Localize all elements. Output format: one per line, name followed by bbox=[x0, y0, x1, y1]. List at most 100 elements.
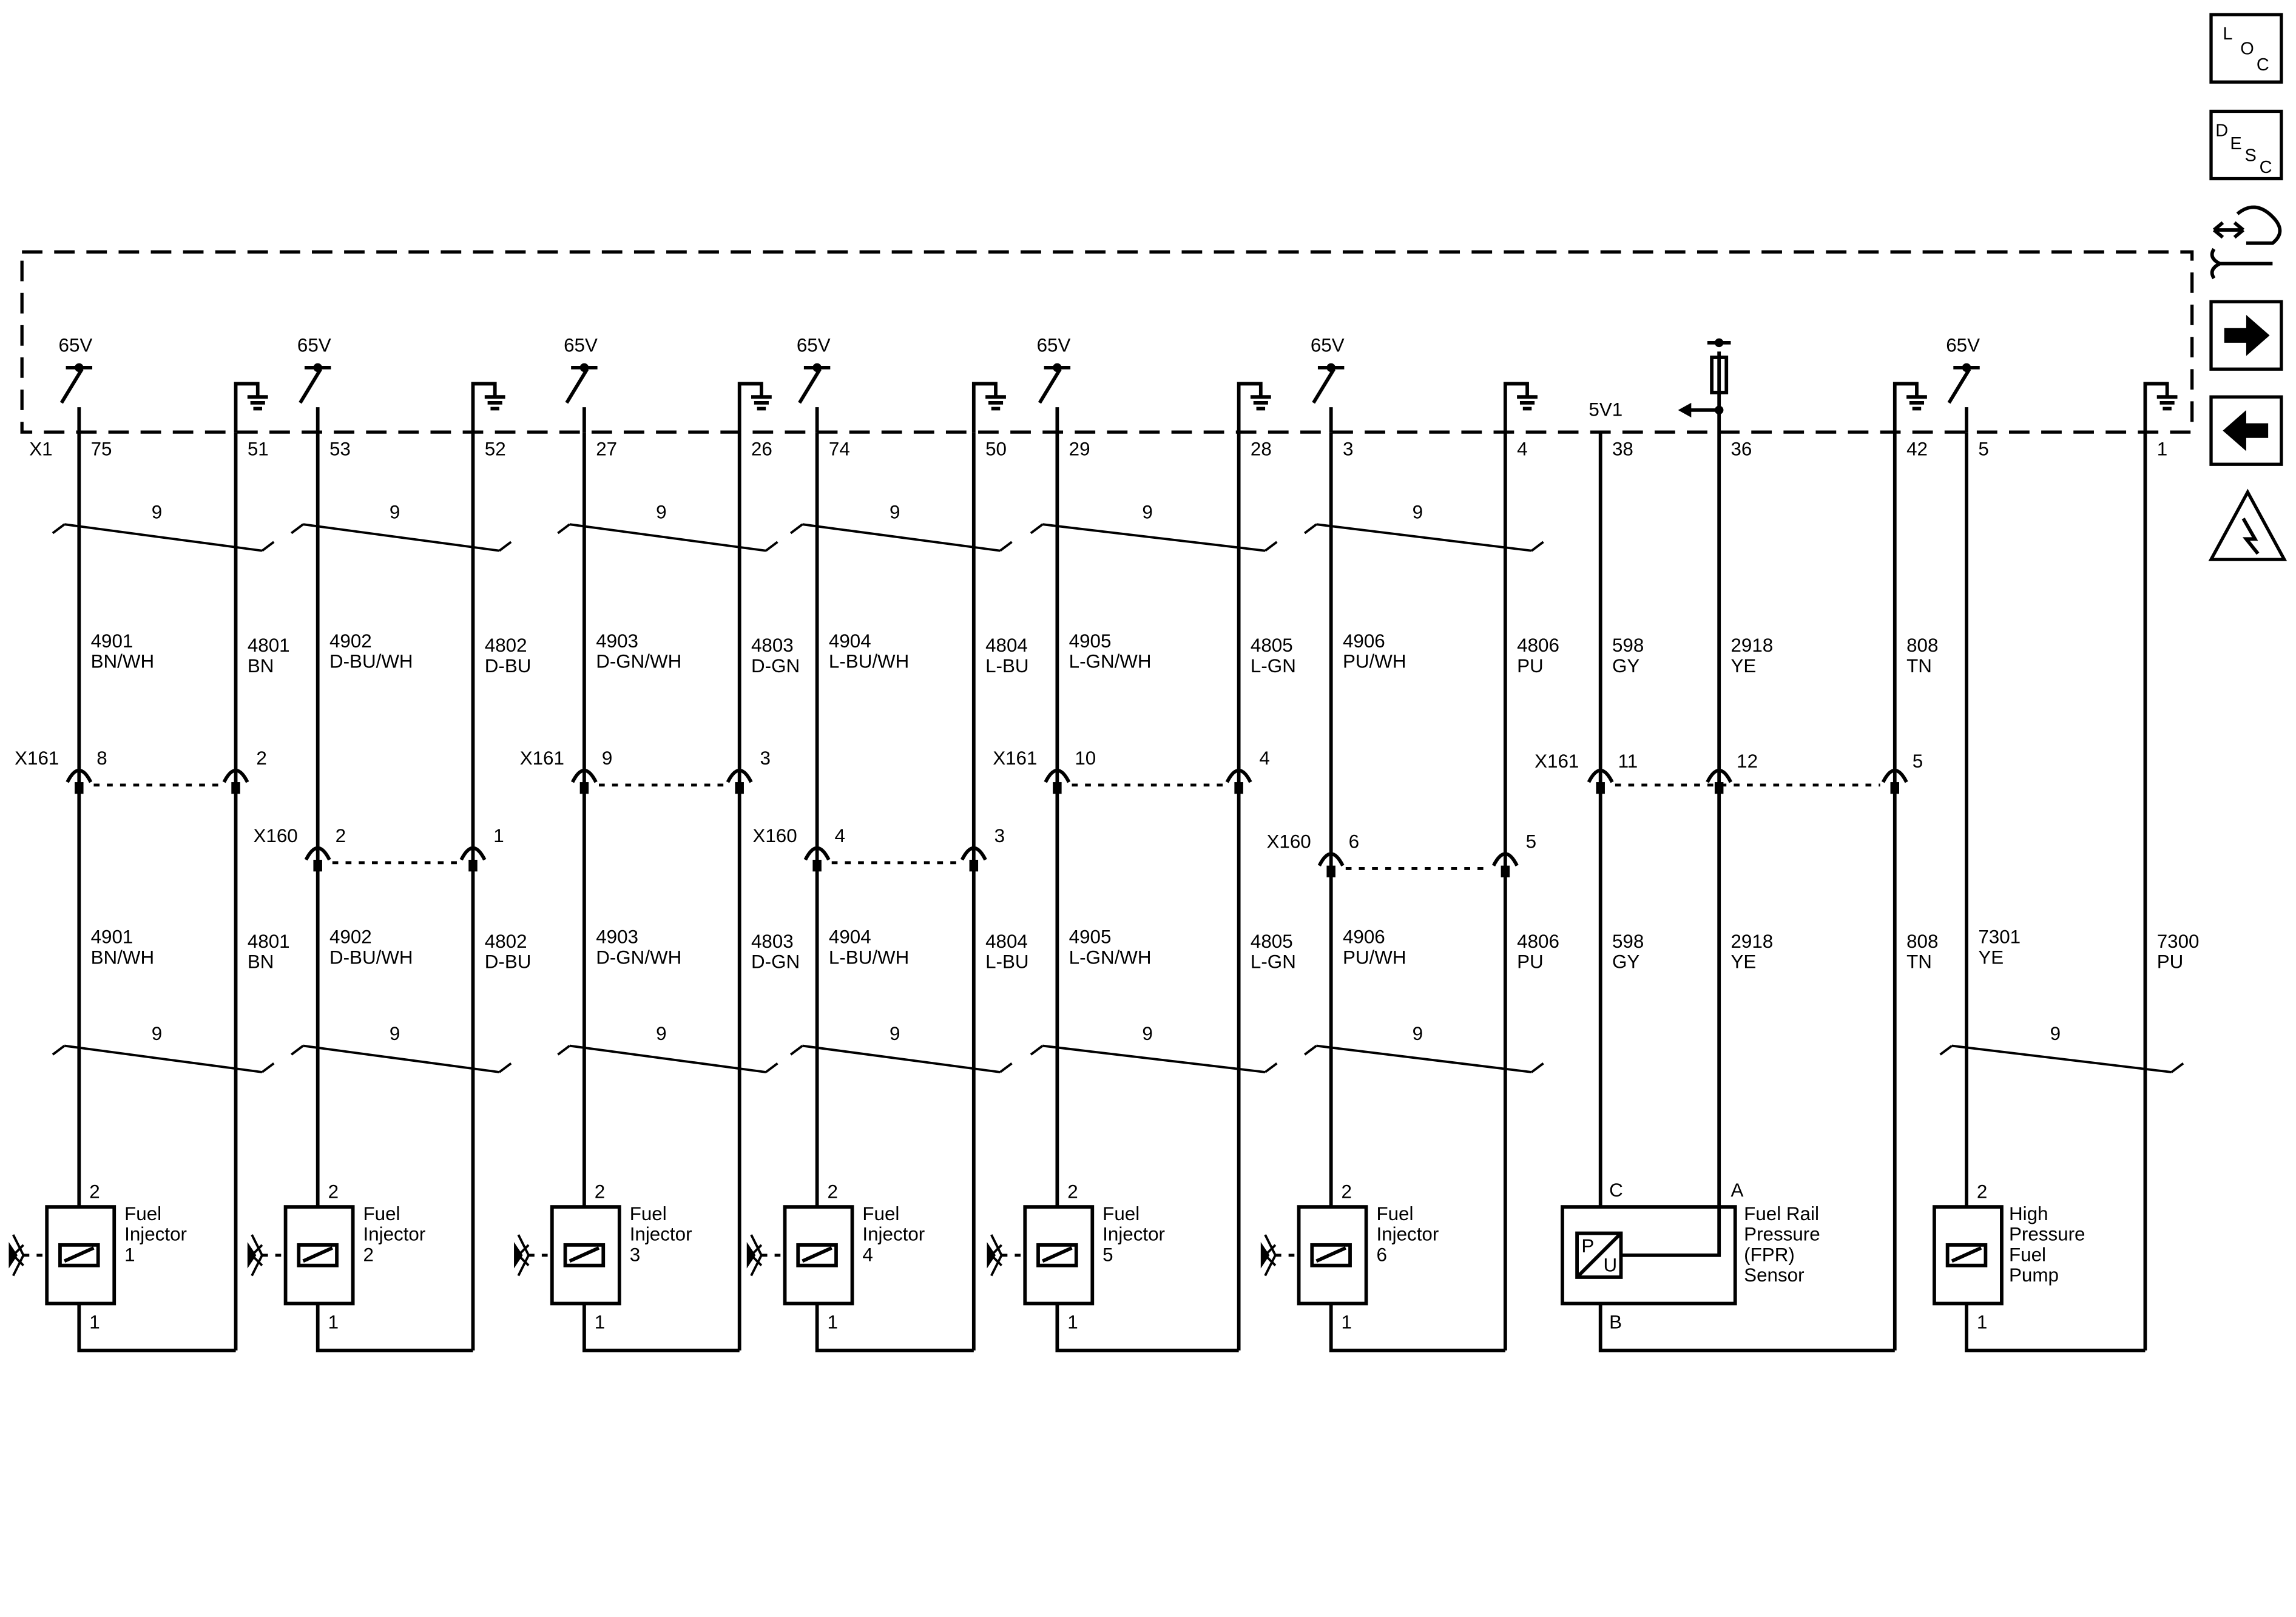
injector-coil-slash bbox=[1042, 1246, 1073, 1263]
warning-bolt bbox=[2241, 518, 2260, 555]
valve-symbol bbox=[251, 1234, 264, 1277]
injector-name-label: 4 bbox=[862, 1244, 873, 1265]
loc-button-frame[interactable] bbox=[2209, 13, 2283, 84]
inline-pin-label: 4 bbox=[835, 825, 845, 846]
connector-cup bbox=[1587, 769, 1614, 783]
repair-arrow bbox=[2213, 221, 2244, 239]
switch-blade bbox=[1312, 368, 1335, 404]
desc-button-frame[interactable] bbox=[2209, 109, 2283, 181]
bundle-line bbox=[1951, 1044, 2172, 1073]
module-pin-label: 29 bbox=[1069, 439, 1090, 460]
ground-symbol-icon bbox=[1237, 382, 1271, 433]
injector-symbol bbox=[514, 1205, 621, 1306]
injector-body bbox=[783, 1205, 854, 1306]
bundle-line bbox=[569, 1044, 766, 1073]
ground-lead bbox=[471, 382, 497, 433]
bundle-tick bbox=[1531, 1062, 1544, 1073]
wire-color-label: BN/WH bbox=[91, 947, 155, 968]
module-pin-label: 36 bbox=[1730, 439, 1752, 460]
return-wire bbox=[582, 1303, 740, 1352]
module-pin-label: 26 bbox=[751, 439, 772, 460]
bundle-count-label: 9 bbox=[390, 502, 400, 523]
circuit-number-label: 808 bbox=[1906, 931, 1938, 952]
supply-voltage-label: 65V bbox=[564, 334, 598, 356]
bundle-count-label: 9 bbox=[1142, 1023, 1152, 1044]
inline-pin-label: 10 bbox=[1075, 748, 1096, 769]
bundle-count-label: 9 bbox=[656, 502, 666, 523]
supply-switch-icon: 65V bbox=[1946, 334, 1980, 433]
connector-cup bbox=[1491, 852, 1519, 866]
wire-color-label: BN bbox=[248, 655, 274, 677]
pump-name-label: High bbox=[2009, 1203, 2048, 1224]
high-voltage-warning-icon[interactable] bbox=[2208, 488, 2288, 561]
harness-bundle-marker: 9 bbox=[790, 1023, 1013, 1073]
injector-coil bbox=[563, 1243, 606, 1268]
connector-pin bbox=[1234, 782, 1243, 794]
connector-cup bbox=[1225, 769, 1252, 783]
ground-lead bbox=[1237, 382, 1263, 433]
module-pin-label: 4 bbox=[1517, 439, 1527, 460]
ground-lead bbox=[234, 382, 260, 433]
module-pin-label: 3 bbox=[1343, 439, 1353, 460]
bundle-line bbox=[303, 1044, 500, 1073]
inline-pin-label: 1 bbox=[493, 825, 504, 846]
harness-bundle-marker: 9 bbox=[557, 1023, 778, 1073]
circuit-number-label: 4906 bbox=[1343, 630, 1385, 652]
injector-symbol bbox=[8, 1205, 116, 1306]
harness-bundle-marker: 9 bbox=[1939, 1023, 2184, 1073]
ground-symbol-icon bbox=[2143, 382, 2178, 433]
wire-color-label: D-BU bbox=[485, 951, 532, 973]
valve-symbol bbox=[1264, 1234, 1277, 1277]
sensor-signal-lead bbox=[1621, 1207, 1721, 1257]
circuit-number-label: 4803 bbox=[751, 635, 794, 656]
inline-connector-label: X161 bbox=[993, 748, 1037, 769]
wire-color-label: L-GN/WH bbox=[1069, 947, 1152, 968]
fpr-sensor-name-label: Pressure bbox=[1744, 1224, 1820, 1245]
bundle-tick bbox=[765, 1062, 778, 1073]
injector-body bbox=[283, 1205, 355, 1306]
supply-switch-icon: 65V bbox=[797, 334, 831, 433]
injector-coil-slash bbox=[1315, 1246, 1346, 1263]
bundle-line bbox=[1316, 523, 1532, 552]
bundle-tick bbox=[999, 1062, 1013, 1073]
next-page-arrow-icon[interactable] bbox=[2209, 300, 2283, 371]
supply-switch-icon: 65V bbox=[297, 334, 331, 433]
previous-arrow-shape bbox=[2223, 410, 2269, 451]
circuit-number-label: 7301 bbox=[1978, 927, 2021, 948]
switch-blade bbox=[798, 368, 822, 404]
connector-pin bbox=[1326, 865, 1335, 877]
previous-page-arrow-icon[interactable] bbox=[2209, 395, 2283, 466]
loc-button[interactable]: LOC bbox=[2209, 13, 2283, 84]
repair-wrench bbox=[2210, 248, 2273, 280]
ground-symbol-icon bbox=[1893, 382, 1927, 433]
bundle-line bbox=[802, 523, 1001, 552]
bundle-count-label: 9 bbox=[152, 502, 162, 523]
bundle-tick bbox=[1304, 523, 1317, 535]
wire-color-label: PU bbox=[1517, 655, 1544, 677]
inline-pin-label: 5 bbox=[1526, 831, 1536, 852]
fpr-sensor-name-label: Sensor bbox=[1744, 1264, 1804, 1286]
circuit-number-label: 2918 bbox=[1730, 931, 1773, 952]
injector-coil-slash bbox=[569, 1246, 600, 1263]
pullup-resistor-icon bbox=[1710, 356, 1729, 394]
injector-name-label: Fuel bbox=[1376, 1203, 1413, 1224]
wire-color-label: D-BU bbox=[485, 655, 532, 677]
ground-symbol-icon bbox=[1503, 382, 1538, 433]
injector-symbol bbox=[987, 1205, 1095, 1306]
connector-repair-icon[interactable] bbox=[2210, 205, 2282, 280]
inline-connector-cavity bbox=[960, 846, 987, 872]
component-pin-label: 1 bbox=[595, 1311, 605, 1332]
supply-voltage-label: 65V bbox=[797, 334, 831, 356]
wire-color-label: YE bbox=[1978, 947, 2004, 968]
wire-color-label: L-GN/WH bbox=[1069, 651, 1152, 672]
connector-pin bbox=[1890, 782, 1900, 794]
transducer-p-label: P bbox=[1581, 1235, 1594, 1257]
injector-name-label: Injector bbox=[862, 1224, 925, 1245]
connector-pin bbox=[1596, 782, 1605, 794]
bundle-count-label: 9 bbox=[890, 1023, 900, 1044]
injector-name-label: Injector bbox=[124, 1224, 187, 1245]
supply-voltage-label: 65V bbox=[1946, 334, 1980, 356]
injector-name-label: 3 bbox=[630, 1244, 640, 1265]
harness-bundle-marker: 9 bbox=[291, 1023, 512, 1073]
